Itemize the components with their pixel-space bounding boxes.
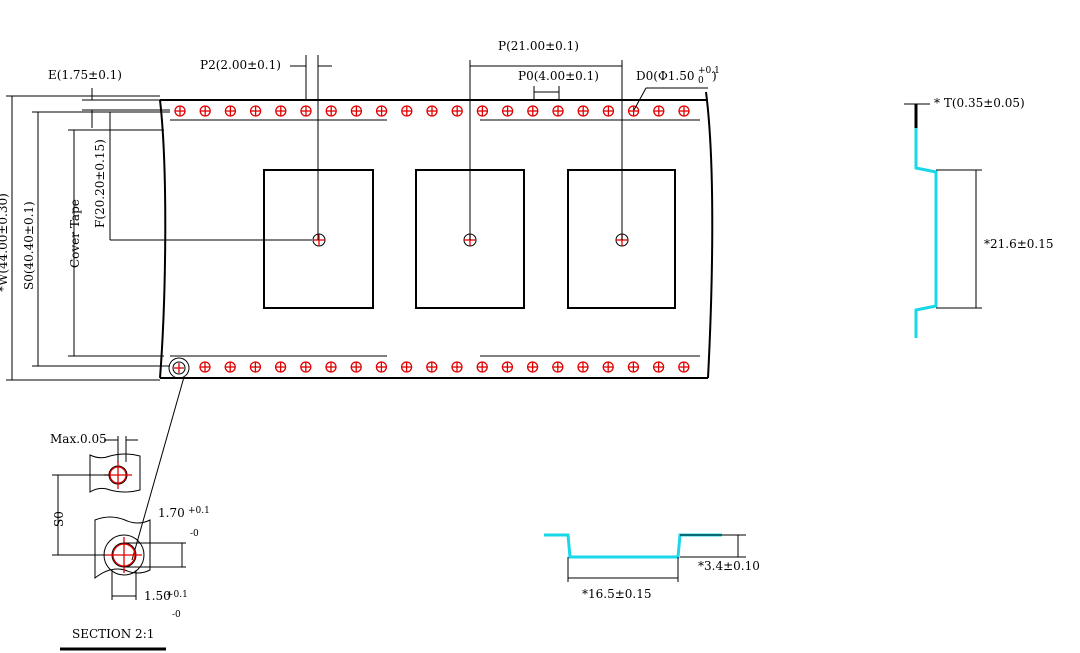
sprocket-hole xyxy=(476,361,488,373)
sprocket-hole xyxy=(375,105,388,117)
svg-text:-0: -0 xyxy=(190,529,199,539)
sprocket-hole xyxy=(627,361,640,373)
w-label: *W(44.00±0.30) xyxy=(0,193,10,292)
sprocket-hole xyxy=(527,105,539,117)
sprocket-hole xyxy=(224,361,236,373)
d0-label: D0(Φ1.50 +0.1 0 ) xyxy=(636,66,720,86)
sprocket-hole xyxy=(678,361,690,373)
sprocket-hole xyxy=(224,105,237,117)
e-label: E(1.75±0.1) xyxy=(48,68,122,82)
p0-label: P0(4.00±0.1) xyxy=(518,69,599,83)
sprocket-hole xyxy=(602,105,615,117)
svg-text:1.50: 1.50 xyxy=(144,589,171,603)
svg-text:1.70: 1.70 xyxy=(158,506,185,520)
sprocket-hole xyxy=(653,105,665,117)
dimension-lines-top xyxy=(82,55,708,240)
sprocket-holes-bottom xyxy=(199,361,690,373)
sprocket-hole xyxy=(350,361,362,373)
sprocket-hole xyxy=(325,105,337,117)
svg-text:+0.1: +0.1 xyxy=(188,506,210,516)
sprocket-hole xyxy=(325,361,337,373)
pocket-center-hole-1 xyxy=(312,233,326,247)
bottom-depth-label: *3.4±0.10 xyxy=(698,559,760,573)
sprocket-hole xyxy=(401,105,413,117)
svg-text:0: 0 xyxy=(698,76,704,86)
s0-short-label: S0 xyxy=(52,511,66,527)
sprocket-hole xyxy=(577,105,589,117)
sprocket-hole xyxy=(199,361,211,373)
sprocket-hole xyxy=(375,361,388,373)
svg-text:+0.1: +0.1 xyxy=(166,590,188,600)
sprocket-hole xyxy=(451,105,463,117)
dim-150-label: 1.50 +0.1 -0 xyxy=(144,589,188,620)
side-depth-label: *21.6±0.15 xyxy=(984,237,1054,251)
sprocket-hole xyxy=(627,105,640,117)
p2-label: P2(2.00±0.1) xyxy=(200,58,281,72)
side-view-profile xyxy=(904,103,982,338)
cover-tape-label: Cover Tape xyxy=(68,199,82,268)
sprocket-hole xyxy=(274,361,287,373)
dimension-lines-left xyxy=(6,95,312,381)
detail-leader xyxy=(131,357,190,561)
svg-text:): ) xyxy=(712,69,717,83)
p-label: P(21.00±0.1) xyxy=(498,39,579,53)
svg-text:-0: -0 xyxy=(172,610,181,620)
sprocket-hole xyxy=(552,105,564,117)
sprocket-hole xyxy=(476,105,489,117)
bottom-width-label: *16.5±0.15 xyxy=(582,587,652,601)
sprocket-hole xyxy=(199,105,211,117)
sprocket-hole xyxy=(501,105,514,117)
sprocket-hole xyxy=(249,361,262,373)
sprocket-hole xyxy=(451,361,463,373)
s0-label: S0(40.40±0.1) xyxy=(22,201,36,290)
sprocket-hole xyxy=(501,361,514,373)
sprocket-hole xyxy=(426,361,438,373)
sprocket-hole xyxy=(400,361,413,373)
svg-text:+0.1: +0.1 xyxy=(698,66,720,76)
section-label: SECTION 2:1 xyxy=(72,627,154,641)
sprocket-holes-top xyxy=(174,105,690,117)
max-label: Max.0.05 xyxy=(50,432,107,446)
sprocket-hole xyxy=(577,361,589,373)
svg-text:D0(Φ1.50: D0(Φ1.50 xyxy=(636,69,695,83)
sprocket-hole xyxy=(678,105,690,117)
tape-body xyxy=(159,91,714,379)
sprocket-hole xyxy=(275,105,287,117)
section-detail xyxy=(52,436,186,651)
t-label: * T(0.35±0.05) xyxy=(934,96,1025,110)
sprocket-hole xyxy=(174,105,186,117)
sprocket-hole xyxy=(350,105,363,117)
f-label: F(20.20±0.15) xyxy=(93,139,107,228)
bottom-cross-section xyxy=(544,533,746,582)
sprocket-hole xyxy=(652,361,665,373)
sprocket-hole xyxy=(249,105,262,117)
sprocket-hole xyxy=(526,361,539,373)
sprocket-hole xyxy=(300,105,312,117)
sprocket-hole xyxy=(426,105,438,117)
sprocket-hole xyxy=(552,361,564,373)
sprocket-hole xyxy=(602,361,614,373)
sprocket-hole xyxy=(300,361,312,373)
dim-170-label: 1.70 +0.1 -0 xyxy=(158,506,210,539)
